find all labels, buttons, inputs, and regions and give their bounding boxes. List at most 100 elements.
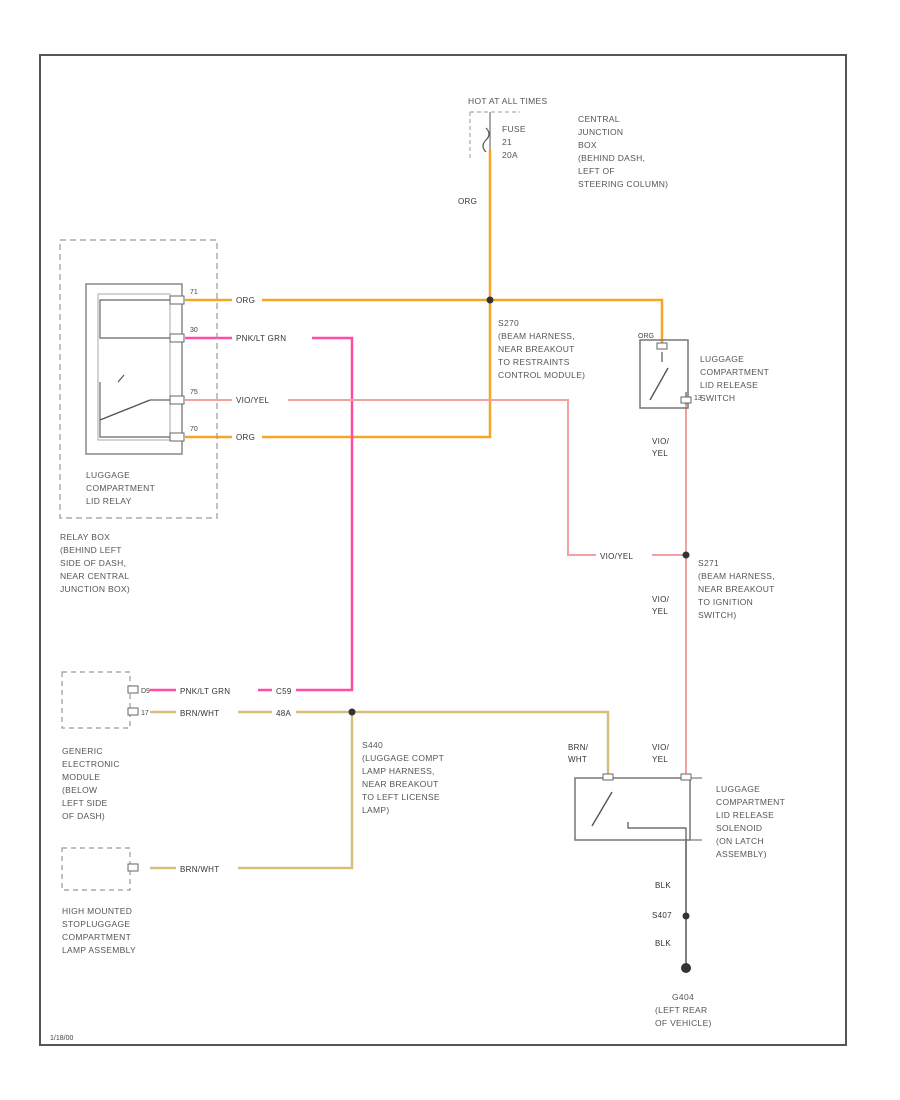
switch-name-line-3: SWITCH	[700, 393, 735, 403]
relay-pin-71	[169, 295, 185, 305]
ground-name-line-0: G404	[672, 992, 694, 1002]
s440-line-0: S440	[362, 740, 383, 750]
s440-line-3: NEAR BREAKOUT	[362, 779, 439, 789]
s440-line-5: LAMP)	[362, 805, 389, 815]
relay-pin-30	[169, 333, 185, 343]
gem-pin-17: 17	[141, 710, 149, 717]
wire-org-vertical	[185, 150, 492, 439]
relay-pin-label-75: 75	[190, 389, 198, 396]
solenoid-wire-left-1: WHT	[568, 755, 587, 764]
switch-name-line-2: LID RELEASE	[700, 380, 758, 390]
relay-outline	[85, 283, 183, 455]
splice-s440-dot	[348, 708, 356, 716]
junction-box-line-5: STEERING COLUMN)	[578, 179, 668, 189]
solenoid-name-line-2: LID RELEASE	[716, 810, 774, 820]
solenoid-outline	[574, 777, 691, 841]
diagram-frame	[39, 54, 847, 1046]
solenoid-wire-left-0: BRN/	[568, 743, 589, 752]
solenoid-name-line-0: LUGGAGE	[716, 784, 760, 794]
relay-pin-label-71: 71	[190, 289, 198, 296]
wire-label-pnk-top: PNK/LT GRN	[236, 334, 286, 343]
gem-name-line-0: GENERIC	[62, 746, 103, 756]
relay-box-boundary	[59, 239, 218, 519]
hot-at-all-times-label: HOT AT ALL TIMES	[468, 96, 547, 106]
s270-line-4: CONTROL MODULE)	[498, 370, 585, 380]
relay-pin-label-70: 70	[190, 426, 198, 433]
s270-line-0: S270	[498, 318, 519, 328]
s271-line-1: (BEAM HARNESS,	[698, 571, 775, 581]
splice-s407-dot	[682, 912, 690, 920]
wire-pnk-lt-grn	[150, 336, 354, 692]
gem-name-line-2: MODULE	[62, 772, 100, 782]
s271-line-2: NEAR BREAKOUT	[698, 584, 775, 594]
ground-name-line-2: OF VEHICLE)	[655, 1018, 712, 1028]
solenoid-name-line-3: SOLENOID	[716, 823, 762, 833]
relay-box-line-1: (BEHIND LEFT	[60, 545, 122, 555]
relay-box-line-0: RELAY BOX	[60, 532, 110, 542]
fuse-symbol	[482, 127, 490, 153]
s440-line-1: (LUGGAGE COMPT	[362, 753, 444, 763]
gem-name-line-1: ELECTRONIC	[62, 759, 120, 769]
wire-label-gem-pnk-circuit: C59	[276, 687, 292, 696]
relay-pin-label-30: 30	[190, 327, 198, 334]
s440-line-2: LAMP HARNESS,	[362, 766, 435, 776]
junction-box-line-0: CENTRAL	[578, 114, 620, 124]
wire-label-gem-brn-circuit: 48A	[276, 709, 291, 718]
junction-box-line-4: LEFT OF	[578, 166, 615, 176]
wire-label-org-bottom: ORG	[236, 433, 255, 442]
relay-coil	[99, 299, 170, 339]
hmsl-name-line-3: LAMP ASSEMBLY	[62, 945, 136, 955]
wire-label-org-vertical: ORG	[458, 197, 477, 206]
wire-brn-wht-hmsl	[150, 712, 354, 870]
hmsl-name-line-1: STOPLUGGAGE	[62, 919, 130, 929]
relay-pin-70	[169, 432, 185, 442]
solenoid-switch-arm	[591, 791, 613, 827]
hmsl-name-line-0: HIGH MOUNTED	[62, 906, 132, 916]
gem-pin-d9: D9	[141, 688, 150, 695]
fuse-line-1: 21	[502, 137, 512, 147]
s271-line-3: TO IGNITION	[698, 597, 753, 607]
switch-name-line-0: LUGGAGE	[700, 354, 744, 364]
wire-org-top	[185, 298, 664, 345]
footer-code: 1/18/00	[50, 1035, 73, 1042]
solenoid-wire-right-0: VIO/	[652, 743, 670, 752]
s270-line-3: TO RESTRAINTS	[498, 357, 570, 367]
junction-box-line-1: JUNCTION	[578, 127, 623, 137]
wire-label-gem-pnk: PNK/LT GRN	[180, 687, 230, 696]
s270-line-2: NEAR BREAKOUT	[498, 344, 575, 354]
gem-name-line-3: (BELOW	[62, 785, 97, 795]
wire-label-vio-yel-horizontal: VIO/YEL	[600, 552, 633, 561]
solenoid-wire-right-1: YEL	[652, 755, 668, 764]
junction-box-line-3: (BEHIND DASH,	[578, 153, 645, 163]
s440-line-4: TO LEFT LICENSE	[362, 792, 440, 802]
release-switch-outline	[639, 339, 689, 409]
s270-line-1: (BEAM HARNESS,	[498, 331, 575, 341]
switch-name-line-1: COMPARTMENT	[700, 367, 769, 377]
switch-pin-top: ORG	[638, 333, 654, 340]
ground-wire-bottom: BLK	[655, 939, 671, 948]
hmsl-name-line-2: COMPARTMENT	[62, 932, 131, 942]
relay-name-line-1: COMPARTMENT	[86, 483, 155, 493]
wire-label-gem-brn: BRN/WHT	[180, 709, 219, 718]
wire-label-vio-yel-lower-1: YEL	[652, 607, 668, 616]
ground-splice-s407: S407	[652, 911, 672, 920]
ground-g404-symbol	[681, 963, 691, 973]
relay-box-line-2: SIDE OF DASH,	[60, 558, 126, 568]
gem-name-line-4: LEFT SIDE	[62, 798, 108, 808]
ground-name-line-1: (LEFT REAR	[655, 1005, 707, 1015]
relay-box-line-4: JUNCTION BOX)	[60, 584, 130, 594]
relay-box-line-3: NEAR CENTRAL	[60, 571, 129, 581]
s271-line-0: S271	[698, 558, 719, 568]
wire-brn-wht-gem	[150, 710, 610, 775]
relay-contact-arm	[99, 399, 151, 421]
wire-label-vio-yel-upper-0: VIO/	[652, 437, 670, 446]
wire-label-vio-yel-upper-1: YEL	[652, 449, 668, 458]
hmsl-boundary	[61, 847, 131, 891]
splice-s270-dot	[486, 296, 494, 304]
wire-label-hmsl-brn: BRN/WHT	[180, 865, 219, 874]
fuse-line-0: FUSE	[502, 124, 526, 134]
gem-boundary	[61, 671, 131, 729]
wire-vio-yel-relay	[185, 399, 686, 556]
gem-name-line-5: OF DASH)	[62, 811, 105, 821]
